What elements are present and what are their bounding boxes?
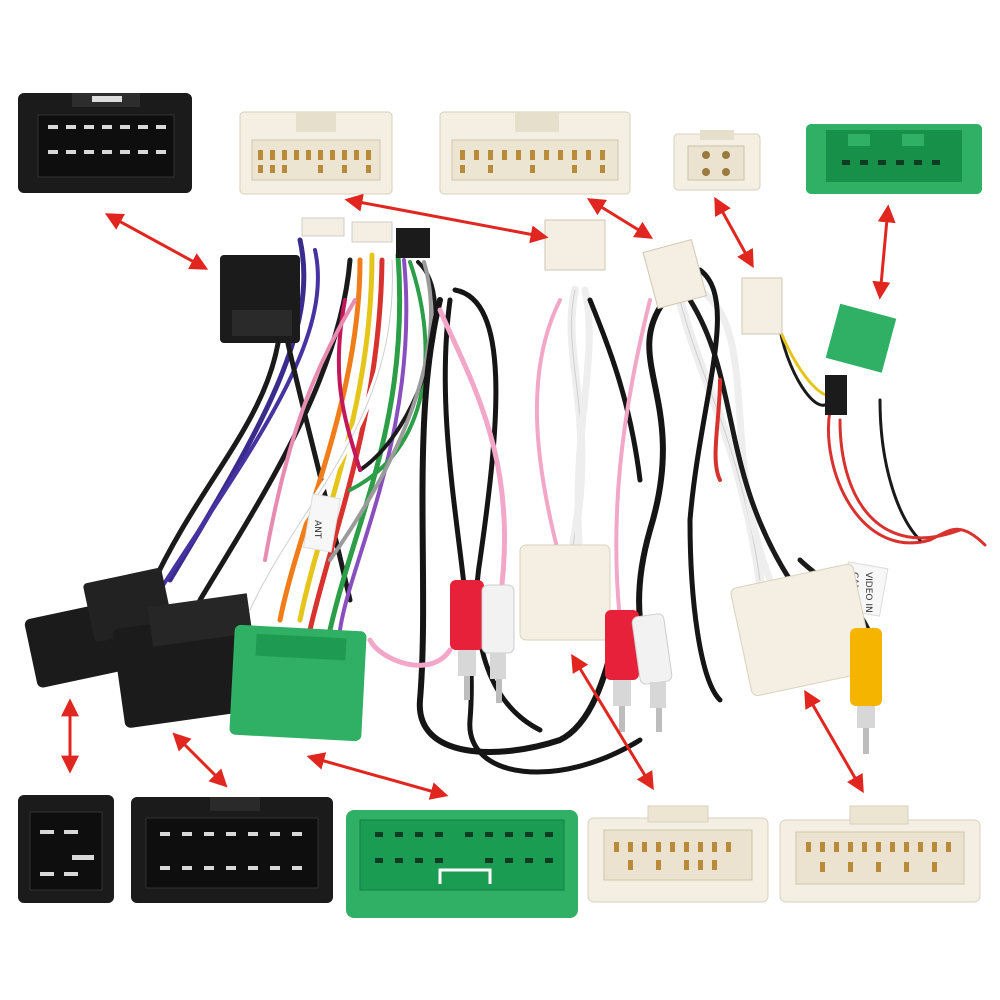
connector-top-black — [18, 93, 192, 193]
harness-end-connectors — [24, 544, 875, 742]
connector-top-white-a — [239, 111, 393, 195]
connector-bottom-black-wide — [131, 797, 333, 903]
connector-bottom-green-wide — [346, 810, 578, 918]
connector-bottom-white-b — [779, 805, 981, 903]
harness-small-connectors — [220, 217, 897, 415]
label-ant: ANT — [312, 520, 322, 539]
connector-top-white-b — [439, 111, 631, 195]
connector-top-white-small — [673, 130, 761, 191]
arrows — [61, 193, 896, 800]
connector-bottom-white-a — [587, 805, 769, 903]
label-video-in: VIDEO IN — [863, 572, 873, 613]
connector-top-green — [806, 124, 982, 194]
wires — [147, 237, 987, 775]
connector-bottom-black-small — [18, 795, 114, 903]
